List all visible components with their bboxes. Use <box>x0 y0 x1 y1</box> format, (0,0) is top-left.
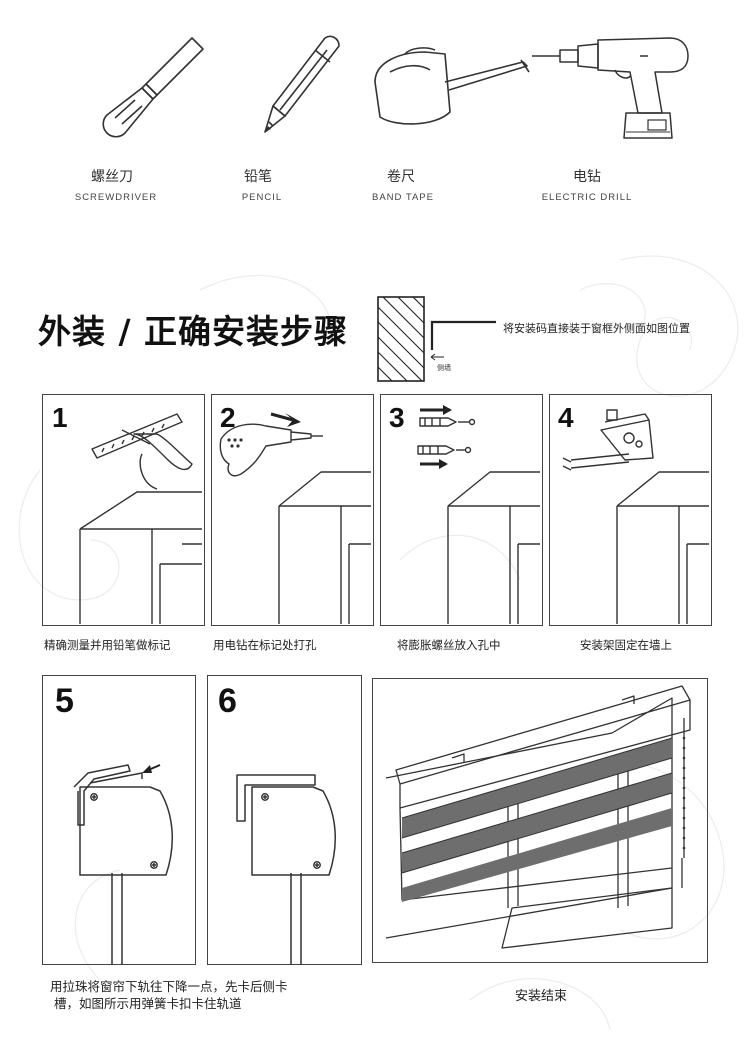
installed-blind-illustration <box>385 685 691 949</box>
install-note: 将安装码直接装于窗框外侧面如图位置 <box>503 322 690 335</box>
step-panel-3 <box>380 394 543 626</box>
step-caption: 安装架固定在墙上 <box>580 638 672 652</box>
step-number: 6 <box>218 682 237 720</box>
tool-name-cn: 电钻 <box>573 169 601 185</box>
headrail-clip-illustration <box>73 764 173 965</box>
window-frame-illustration <box>417 405 540 624</box>
step-caption-line: 用拉珠将窗帘下轨往下降一点，先卡后侧卡 <box>50 979 288 994</box>
step-caption: 将膨胀螺丝放入孔中 <box>397 638 501 652</box>
tape-measure-icon <box>374 47 530 125</box>
step-panel-5 <box>42 675 196 965</box>
step-panel-4 <box>549 394 712 626</box>
step-caption-line: 槽，如图所示用弹簧卡扣卡住轨道 <box>54 996 242 1011</box>
final-panel <box>372 678 708 963</box>
tool-name-en: BAND TAPE <box>372 192 434 203</box>
wall-section-diagram <box>377 296 496 382</box>
tool-name-cn: 卷尺 <box>387 169 415 185</box>
step-caption: 用电钻在标记处打孔 <box>213 638 317 652</box>
step-caption: 用拉珠将窗帘下轨往下降一点，先卡后侧卡 槽，如图所示用弹簧卡扣卡住轨道 <box>50 978 288 1012</box>
step-number: 4 <box>558 402 574 433</box>
step-panel-2 <box>211 394 374 626</box>
step-panel-6 <box>207 675 362 965</box>
tool-name-en: ELECTRIC DRILL <box>541 192 633 203</box>
step-number: 3 <box>389 402 405 433</box>
step-number: 2 <box>220 402 236 433</box>
electric-drill-icon <box>532 37 689 139</box>
tool-name-en: SCREWDRIVER <box>74 192 158 203</box>
page-title: 外装 / 正确安装步骤 <box>38 312 349 351</box>
tool-name-en: PENCIL <box>241 192 283 203</box>
window-frame-illustration <box>562 409 709 624</box>
tool-name-cn: 螺丝刀 <box>91 169 133 185</box>
side-wall-label: 侧墙 <box>437 364 451 372</box>
step-caption: 精确测量并用铅笔做标记 <box>44 638 171 652</box>
final-caption: 安装结束 <box>515 989 568 1004</box>
screwdriver-icon <box>102 37 204 138</box>
headrail-clip-illustration <box>236 774 336 965</box>
tool-name-cn: 铅笔 <box>244 169 272 185</box>
step-number: 5 <box>55 682 74 720</box>
window-frame-illustration <box>219 412 371 624</box>
window-frame-illustration <box>79 413 202 624</box>
step-panel-1 <box>42 394 205 626</box>
pencil-icon <box>264 35 340 133</box>
step-number: 1 <box>52 402 68 433</box>
